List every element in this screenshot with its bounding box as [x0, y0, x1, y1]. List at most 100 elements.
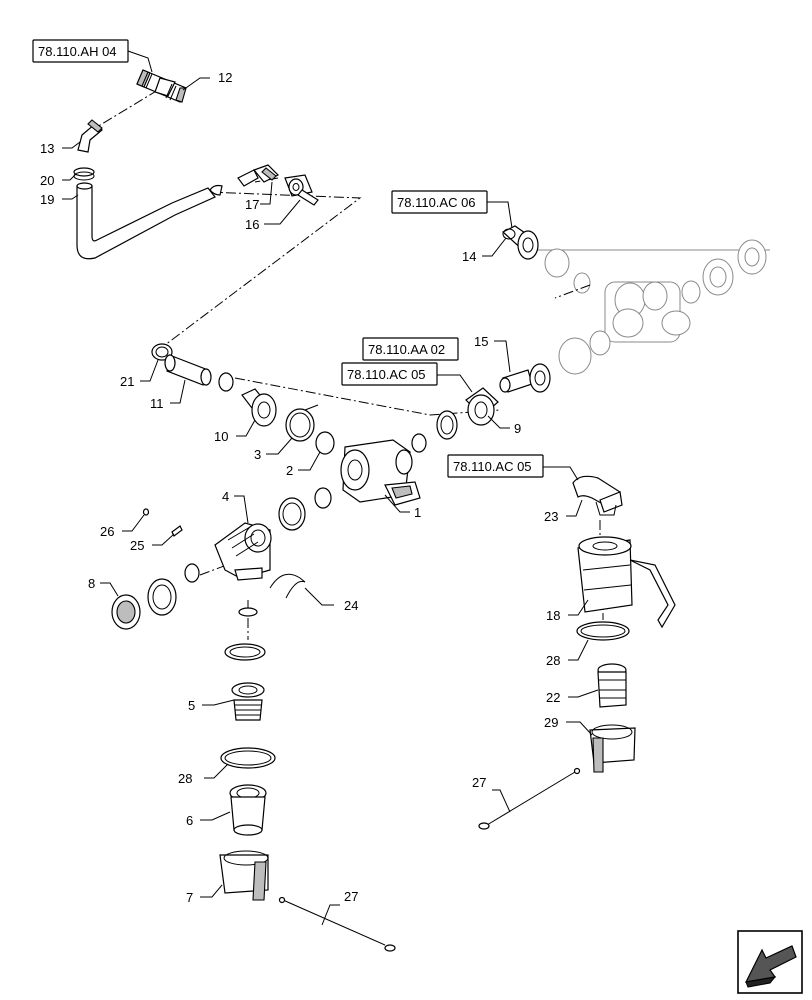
callout-13: 13	[40, 141, 81, 156]
svg-text:3: 3	[254, 447, 261, 462]
svg-text:22: 22	[546, 690, 560, 705]
callout-22: 22	[546, 689, 599, 705]
svg-text:4: 4	[222, 489, 229, 504]
manifold-lower-rings	[224, 607, 266, 661]
part-11-hose-piece	[164, 354, 212, 386]
ref-label-ac06: 78.110.AC 06	[397, 195, 476, 210]
callout-18: 18	[546, 599, 589, 623]
valve-side-rings	[411, 410, 458, 453]
part-20-hose-clamp	[73, 167, 95, 181]
svg-text:26: 26	[100, 524, 114, 539]
part-7-cam-lock-coupling	[219, 850, 269, 901]
callout-28-right: 28	[546, 639, 589, 668]
part-27-lanyard-right	[478, 767, 581, 830]
next-page-arrow-icon[interactable]	[737, 930, 803, 994]
ref-label-aa02: 78.110.AA 02	[368, 342, 445, 357]
part-28-hose-clamp-left	[220, 747, 276, 769]
svg-text:15: 15	[474, 334, 488, 349]
callout-5: 5	[188, 698, 235, 713]
part-27-lanyard-left	[278, 896, 396, 952]
callout-1: 1	[384, 494, 421, 520]
assembly-center-lines	[91, 89, 604, 640]
part-5-threaded-adapter	[231, 682, 265, 721]
part-18-ball-valve	[577, 536, 676, 629]
svg-text:2: 2	[286, 463, 293, 478]
part-13-elbow-fitting	[77, 119, 103, 153]
svg-text:24: 24	[344, 598, 358, 613]
callout-4: 4	[222, 489, 249, 524]
ref-box-ac05-upper[interactable]: 78.110.AC 05	[341, 362, 473, 393]
callout-9: 9	[487, 415, 521, 436]
part-23-elbow-fitting	[572, 475, 623, 516]
ref-box-ac05-lower[interactable]: 78.110.AC 05	[447, 454, 579, 481]
svg-text:18: 18	[546, 608, 560, 623]
part-17-elbow-fitting	[237, 164, 280, 187]
hose-end-clamp	[209, 184, 223, 196]
part-9-elbow-fitting	[465, 387, 499, 426]
ref-label-ac05-lower: 78.110.AC 05	[453, 459, 532, 474]
svg-text:27: 27	[344, 889, 358, 904]
part-8-end-plug	[111, 594, 141, 630]
svg-text:21: 21	[120, 374, 134, 389]
callout-10: 10	[214, 419, 256, 444]
svg-text:10: 10	[214, 429, 228, 444]
part-16-small-valve	[284, 174, 319, 206]
ref-box-ac06[interactable]: 78.110.AC 06	[391, 190, 513, 229]
callout-23: 23	[544, 499, 583, 524]
valve-left-rings	[278, 487, 332, 531]
callout-11: 11	[150, 379, 186, 411]
part-10-flanged-fitting	[241, 388, 277, 427]
callout-24: 24	[304, 587, 358, 613]
svg-text:11: 11	[150, 396, 164, 411]
callout-28-left: 28	[178, 763, 229, 786]
svg-text:7: 7	[186, 890, 193, 905]
callout-19: 19	[40, 192, 79, 207]
part-26-pin	[142, 508, 150, 516]
part-2-o-ring	[315, 431, 335, 455]
svg-text:20: 20	[40, 173, 54, 188]
callout-29: 29	[544, 715, 593, 736]
part-14-fitting	[501, 225, 539, 260]
part-15-elbow-fitting	[499, 363, 551, 393]
callout-17: 17	[245, 181, 273, 212]
part-12-tee-fitting	[136, 69, 187, 103]
callout-25: 25	[130, 533, 175, 553]
part-24-u-clip	[269, 573, 306, 599]
svg-text:9: 9	[514, 421, 521, 436]
callout-21: 21	[120, 359, 159, 389]
svg-text:19: 19	[40, 192, 54, 207]
small-clamp-near-11	[218, 372, 234, 392]
callout-20: 20	[40, 173, 77, 188]
part-29-cam-lock-coupling	[589, 724, 636, 773]
svg-text:14: 14	[462, 249, 476, 264]
svg-text:16: 16	[245, 217, 259, 232]
svg-text:1: 1	[414, 505, 421, 520]
callout-3: 3	[254, 437, 293, 462]
callout-26: 26	[100, 514, 145, 539]
svg-text:6: 6	[186, 813, 193, 828]
part-4-manifold	[214, 522, 272, 581]
callout-8: 8	[88, 576, 119, 597]
callout-12: 12	[182, 70, 232, 91]
part-1-main-valve	[340, 439, 421, 506]
svg-text:28: 28	[546, 653, 560, 668]
part-19-hose	[76, 182, 216, 260]
svg-text:28: 28	[178, 771, 192, 786]
svg-text:27: 27	[472, 775, 486, 790]
callout-6: 6	[186, 811, 231, 828]
svg-text:23: 23	[544, 509, 558, 524]
svg-text:5: 5	[188, 698, 195, 713]
ref-box-aa02[interactable]: 78.110.AA 02	[362, 337, 459, 361]
callout-27-right: 27	[472, 775, 511, 813]
part-21-hose-clamp	[151, 343, 173, 361]
svg-text:25: 25	[130, 538, 144, 553]
part-3-clamp-ring	[285, 404, 319, 442]
ref-box-ah04[interactable]: 78.110.AH 04	[32, 39, 153, 73]
plug-side-rings	[147, 563, 200, 616]
part-6-coupler	[229, 784, 267, 836]
callout-15: 15	[474, 334, 511, 373]
part-22-hose-adapter	[597, 663, 627, 708]
callout-2: 2	[286, 451, 321, 478]
svg-text:8: 8	[88, 576, 95, 591]
